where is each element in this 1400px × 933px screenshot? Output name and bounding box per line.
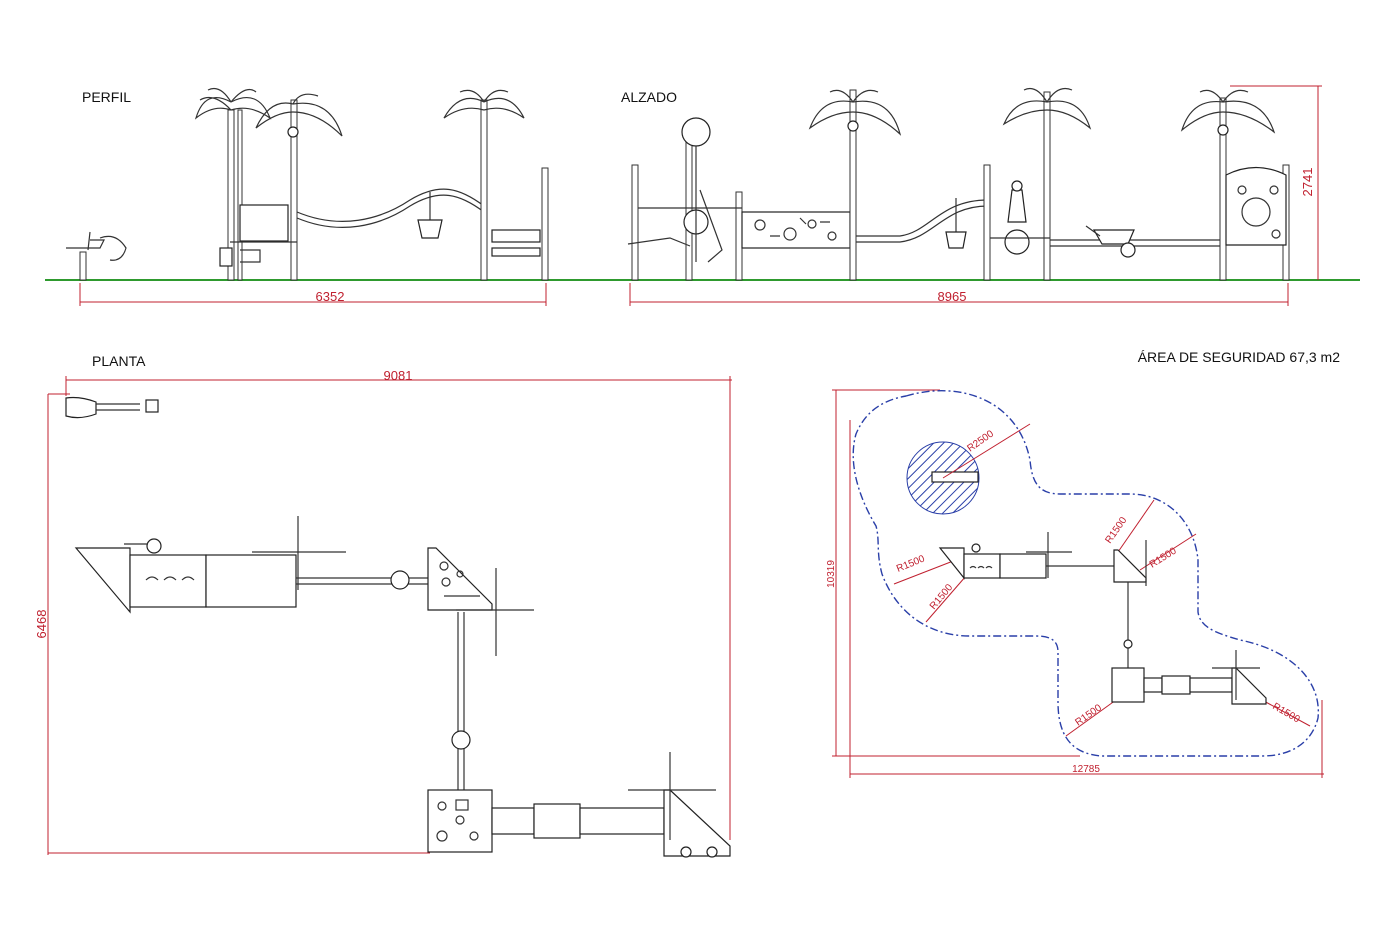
plan-joint-2 xyxy=(451,730,471,750)
safety-zone-outline xyxy=(852,390,1319,757)
activity-panel xyxy=(741,211,851,249)
profile-label: PERFIL xyxy=(82,89,131,105)
wave-tunnel xyxy=(856,199,989,237)
radius-label-r1500-f: R1500 xyxy=(1271,701,1302,725)
end-tower xyxy=(1180,89,1290,281)
radius-label-r1500-d: R1500 xyxy=(1148,545,1179,570)
profile-width-label: 6352 xyxy=(316,289,345,304)
palm-tower xyxy=(194,87,343,281)
elevation-height-dimension xyxy=(1230,85,1322,280)
safety-height-label: 10319 xyxy=(826,560,837,588)
palm-tower-2 xyxy=(443,89,549,281)
safety-mini-plan xyxy=(938,532,1267,705)
elevation-width-label: 8965 xyxy=(938,289,967,304)
plan-height-label: 6468 xyxy=(34,610,49,639)
safety-width-label: 12785 xyxy=(1072,764,1100,775)
plan-width-dimension xyxy=(65,376,732,840)
plan-label: PLANTA xyxy=(92,353,146,369)
elevation-view: ALZADO xyxy=(621,85,1322,306)
spring-rider xyxy=(66,231,127,281)
spring-rider-plan xyxy=(65,396,159,419)
safety-width-dimension xyxy=(849,420,1324,778)
tower-2-plan xyxy=(427,547,534,656)
hanging-bucket-2 xyxy=(945,198,967,249)
wheelbarrow xyxy=(1085,225,1136,258)
profile-view: PERFIL xyxy=(66,87,549,306)
tower-1-plan xyxy=(74,516,346,614)
radius-label-r2500: R2500 xyxy=(965,428,996,454)
palm-post-elevation xyxy=(808,89,902,281)
safety-height-dimension xyxy=(832,389,1080,757)
elevation-label: ALZADO xyxy=(621,89,677,105)
radius-label-r1500-e: R1500 xyxy=(1073,702,1104,728)
plan-view: PLANTA 9081 6468 xyxy=(34,353,732,858)
pulley-tower xyxy=(627,117,743,281)
safety-area-view: ÁREA DE SEGURIDAD 67,3 m2 10319 12785 xyxy=(826,349,1340,778)
profile-width-dimension xyxy=(79,283,547,306)
elevation-width-dimension xyxy=(629,283,1289,306)
middle-tower xyxy=(983,87,1092,281)
safety-area-label: ÁREA DE SEGURIDAD 67,3 m2 xyxy=(1138,349,1341,365)
plan-joint-1 xyxy=(390,570,410,590)
wave-bridge xyxy=(296,188,485,222)
plan-height-dimension xyxy=(47,393,430,855)
radius-label-r1500-b: R1500 xyxy=(928,582,956,612)
hanging-bucket xyxy=(417,192,443,239)
radius-label-r1500-a: R1500 xyxy=(895,553,927,574)
plan-width-label: 9081 xyxy=(384,368,413,383)
elevation-height-label: 2741 xyxy=(1300,168,1315,197)
tower-3-plan xyxy=(427,752,731,858)
